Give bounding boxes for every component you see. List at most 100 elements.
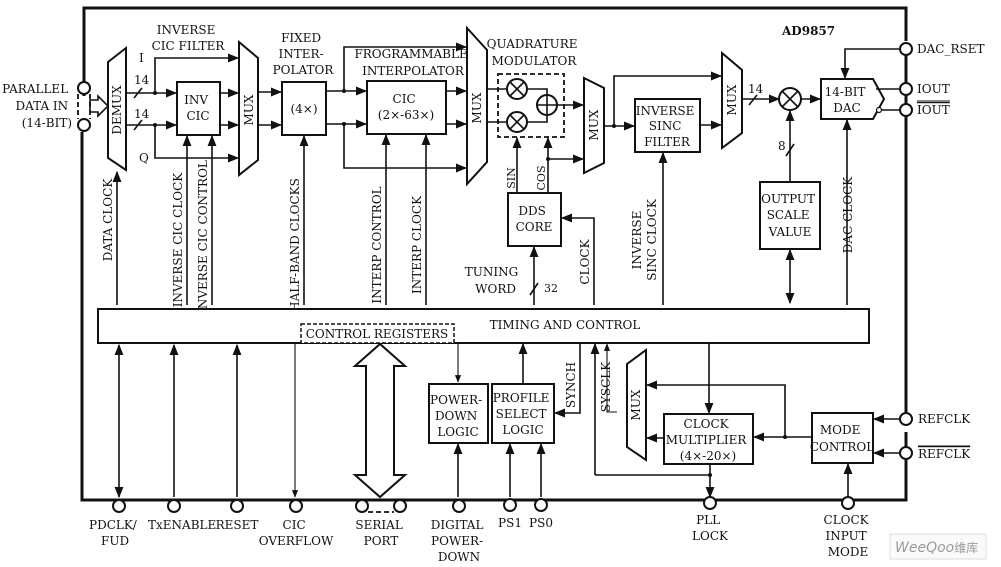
cic-interpolator-label: CIC (2×-63×)	[378, 92, 434, 122]
dac-rset-label: DAC_RSET	[917, 42, 985, 56]
clock-multiplier-block	[663, 413, 754, 465]
inverse-sinc-clock-label-2: SINC CLOCK	[645, 198, 659, 281]
refclk-label: REFCLK	[918, 412, 971, 426]
quadrature-modulator-title: QUADRATURE MODULATOR	[487, 37, 582, 68]
ps1-pin[interactable]	[503, 498, 517, 512]
iout-bar-label: IOUT	[917, 103, 950, 117]
mixer-q-icon	[506, 111, 528, 133]
half-band-clocks-label: HALF-BAND CLOCKS	[288, 178, 302, 312]
inverse-sinc-filter-label: INVERSE SINC FILTER	[636, 104, 699, 149]
ps1-label: PS1	[498, 516, 522, 530]
synch-label: SYNCH	[564, 362, 578, 408]
inverse-cic-block	[176, 81, 221, 136]
output-scale-value-block	[759, 181, 821, 250]
dac-label: 14-BIT DAC	[825, 85, 870, 115]
refclk-bar-pin[interactable]	[899, 446, 913, 460]
watermark-brand: WeeQoo	[895, 540, 954, 556]
refclk-pin[interactable]	[899, 412, 913, 426]
mixer-i-icon	[506, 78, 528, 100]
digital-power-down-pin[interactable]	[452, 499, 466, 513]
cos-label: COS	[535, 166, 548, 191]
inverse-cic-clock-label: INVERSE CIC CLOCK	[171, 172, 185, 308]
clock-input-mode-label: CLOCK INPUT MODE	[824, 513, 873, 559]
svg-text:WeeQoo维库: WeeQoo维库	[895, 540, 978, 556]
mux-1-block	[238, 39, 259, 178]
q-label: Q	[139, 151, 149, 165]
mux-1-label: MUX	[242, 94, 256, 125]
dds-core-label: DDS CORE	[516, 204, 553, 234]
txenable-label: TxENABLE	[148, 518, 216, 532]
cic-overflow-label: CIC OVERFLOW	[259, 518, 334, 548]
refclk-bar-label: REFCLK	[918, 447, 971, 461]
inverse-cic-control-label: INVERSE CIC CONTROL	[196, 160, 210, 314]
cic-interpolator-block	[366, 80, 447, 135]
bus-width-14-i: 14	[134, 73, 150, 87]
inverse-cic-label: INV CIC	[184, 93, 212, 123]
clock-label: CLOCK	[578, 238, 592, 284]
fixed-interpolator-label: (4×)	[290, 102, 317, 116]
reset-label: RESET	[216, 518, 259, 532]
summer-icon	[536, 94, 558, 116]
mux-4-block	[721, 50, 743, 150]
mux-3-label: MUX	[587, 109, 601, 140]
iout-pin[interactable]	[899, 82, 913, 96]
output-scale-value-label: OUTPUT SCALE VALUE	[761, 192, 819, 239]
data-clock-label: DATA CLOCK	[101, 178, 115, 262]
power-down-logic-block	[428, 383, 489, 444]
sin-label: SIN	[505, 167, 518, 189]
serial-port-pin[interactable]	[355, 499, 407, 513]
txenable-pin[interactable]	[167, 499, 181, 513]
clock-input-mode-pin[interactable]	[841, 496, 855, 510]
dds-core-block	[507, 192, 562, 247]
bus-width-32: 32	[544, 282, 558, 295]
i-label: I	[139, 51, 144, 65]
demux-label: DEMUX	[110, 85, 124, 135]
bus-width-14-out: 14	[748, 82, 764, 96]
pdclk-fud-label: PDCLK/ FUD	[89, 518, 141, 548]
pll-lock-pin[interactable]	[703, 496, 717, 510]
pll-lock-label: PLL LOCK	[692, 513, 729, 543]
sysclk-label: SYSCLK	[599, 361, 613, 413]
chip-outline	[80, 6, 908, 502]
control-registers-label: CONTROL REGISTERS	[306, 327, 449, 341]
tuning-word-label: TUNING WORD	[465, 265, 522, 296]
power-down-logic-label: POWER- DOWN LOGIC	[430, 393, 486, 439]
iout-bar-pin[interactable]	[899, 103, 913, 117]
serial-port-label: SERIAL PORT	[355, 518, 406, 548]
watermark-suffix: 维库	[954, 540, 978, 555]
mux-3-block	[583, 76, 605, 175]
output-multiplier-icon	[778, 87, 802, 111]
bus-width-8: 8	[778, 139, 786, 153]
parallel-data-in-pin[interactable]	[77, 81, 110, 132]
dac-rset-pin[interactable]	[899, 42, 913, 56]
mode-control-label: MODE CONTROL	[810, 423, 874, 454]
serial-port-bus-arrow	[352, 342, 408, 499]
mux-5-block	[626, 348, 647, 462]
demux-block	[107, 45, 127, 172]
ps0-pin[interactable]	[534, 498, 548, 512]
fixed-interpolator-title: FIXED INTER- POLATOR	[273, 31, 335, 77]
mux-2-block	[466, 25, 488, 187]
interp-clock-label: INTERP CLOCK	[410, 195, 424, 294]
inverse-sinc-clock-label-1: INVERSE	[630, 211, 644, 270]
control-registers-block	[300, 323, 455, 344]
chip-title: AD9857	[781, 24, 835, 38]
bus-width-14-q: 14	[134, 107, 150, 121]
profile-select-logic-block	[491, 383, 555, 444]
pdclk-fud-pin[interactable]	[112, 499, 126, 513]
reset-pin[interactable]	[230, 499, 244, 513]
inverse-cic-filter-title: INVERSE CIC FILTER	[152, 23, 226, 53]
dac-clock-label: DAC CLOCK	[841, 176, 855, 253]
mux-2-label: MUX	[470, 92, 484, 123]
mux-4-label: MUX	[725, 84, 739, 115]
programmable-interpolator-title: FROGRAMMABLE INTERPOLATOR	[354, 47, 471, 78]
timing-and-control-label: TIMING AND CONTROL	[490, 318, 641, 332]
mux-5-label: MUX	[629, 389, 643, 420]
mode-control-block	[811, 412, 874, 464]
watermark: WeeQoo维库	[889, 533, 987, 560]
ps0-label: PS0	[529, 516, 553, 530]
timing-and-control-block	[97, 308, 870, 344]
interp-control-label: INTERP CONTROL	[370, 186, 384, 303]
cic-overflow-pin[interactable]	[289, 499, 303, 513]
